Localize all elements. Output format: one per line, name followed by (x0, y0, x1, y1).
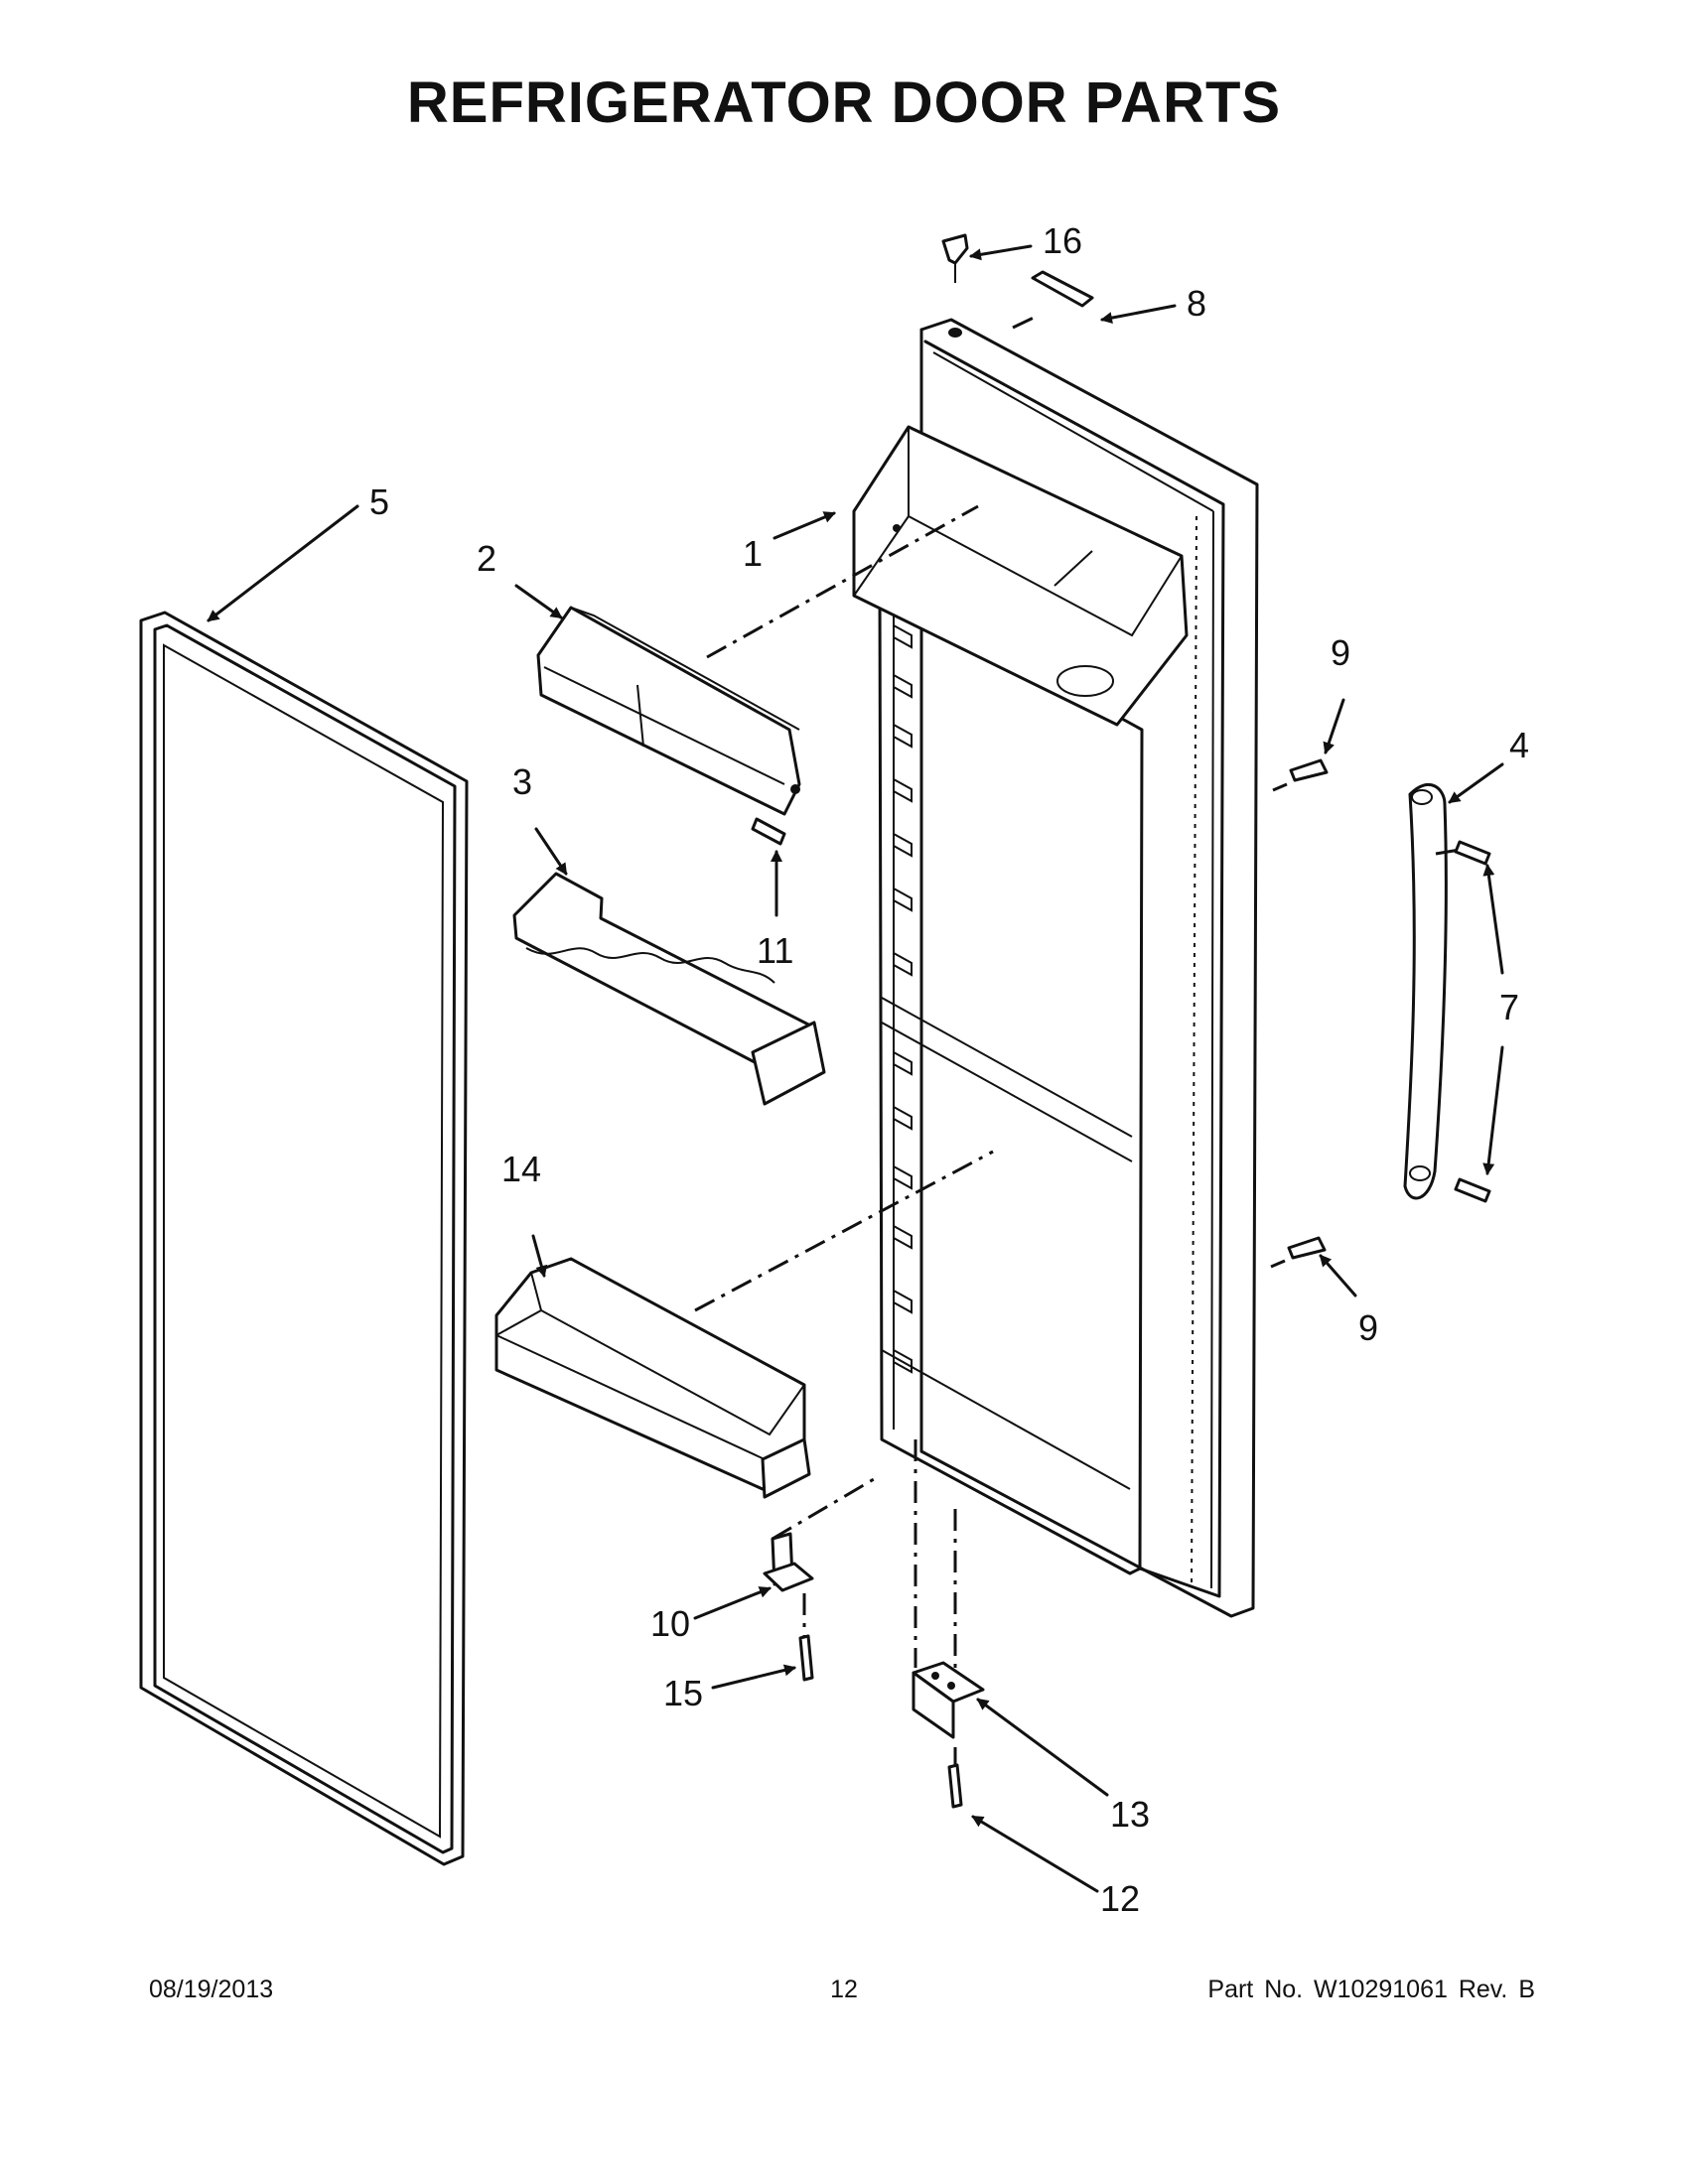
callout-9-upper: 9 (1331, 632, 1350, 673)
footer-date: 08/19/2013 (149, 1976, 274, 2003)
door-liner-part (878, 318, 1259, 1618)
callout-8: 8 (1187, 283, 1206, 324)
door-gasket-part (139, 611, 469, 1866)
door-handle-part (1403, 782, 1448, 1200)
label-part (1031, 270, 1094, 308)
callout-10: 10 (650, 1603, 690, 1644)
door-screw-part (1270, 758, 1329, 1269)
callout-14: 14 (501, 1149, 541, 1189)
callout-16: 16 (1043, 220, 1082, 261)
callout-1: 1 (743, 533, 763, 574)
assembly-guide-lines (694, 314, 1461, 1767)
callout-4: 4 (1509, 725, 1529, 765)
lower-hinge-pin-part (763, 1532, 814, 1592)
bracket-screw-part (947, 1763, 963, 1809)
dairy-compartment-part (852, 425, 1189, 727)
footer-page-number: 12 (830, 1976, 858, 2003)
callout-labels: 5 2 3 11 1 16 8 9 4 7 9 14 10 15 13 12 (369, 220, 1529, 1919)
dairy-door-part (536, 606, 801, 816)
callout-leaders (207, 244, 1504, 1893)
callout-2: 2 (477, 538, 496, 579)
hinge-bracket-part (912, 1661, 985, 1739)
callout-11: 11 (757, 930, 793, 971)
door-top-cap-part (941, 233, 969, 338)
callout-13: 13 (1110, 1794, 1150, 1835)
footer-part-number: Part No. W10291061 Rev. B (1207, 1976, 1535, 2003)
page-title: REFRIGERATOR DOOR PARTS (406, 70, 1282, 135)
egg-tray-part (512, 872, 826, 1106)
hinge-screw-part (798, 1634, 814, 1682)
callout-3: 3 (512, 761, 532, 802)
door-bin-part (494, 1257, 811, 1499)
callout-7: 7 (1499, 987, 1519, 1027)
handle-screw-part (1454, 840, 1491, 1203)
callout-15: 15 (663, 1673, 703, 1713)
callout-5: 5 (369, 481, 389, 522)
callout-9-lower: 9 (1358, 1307, 1378, 1348)
dairy-door-pin-part (751, 817, 786, 846)
callout-12: 12 (1100, 1878, 1140, 1919)
